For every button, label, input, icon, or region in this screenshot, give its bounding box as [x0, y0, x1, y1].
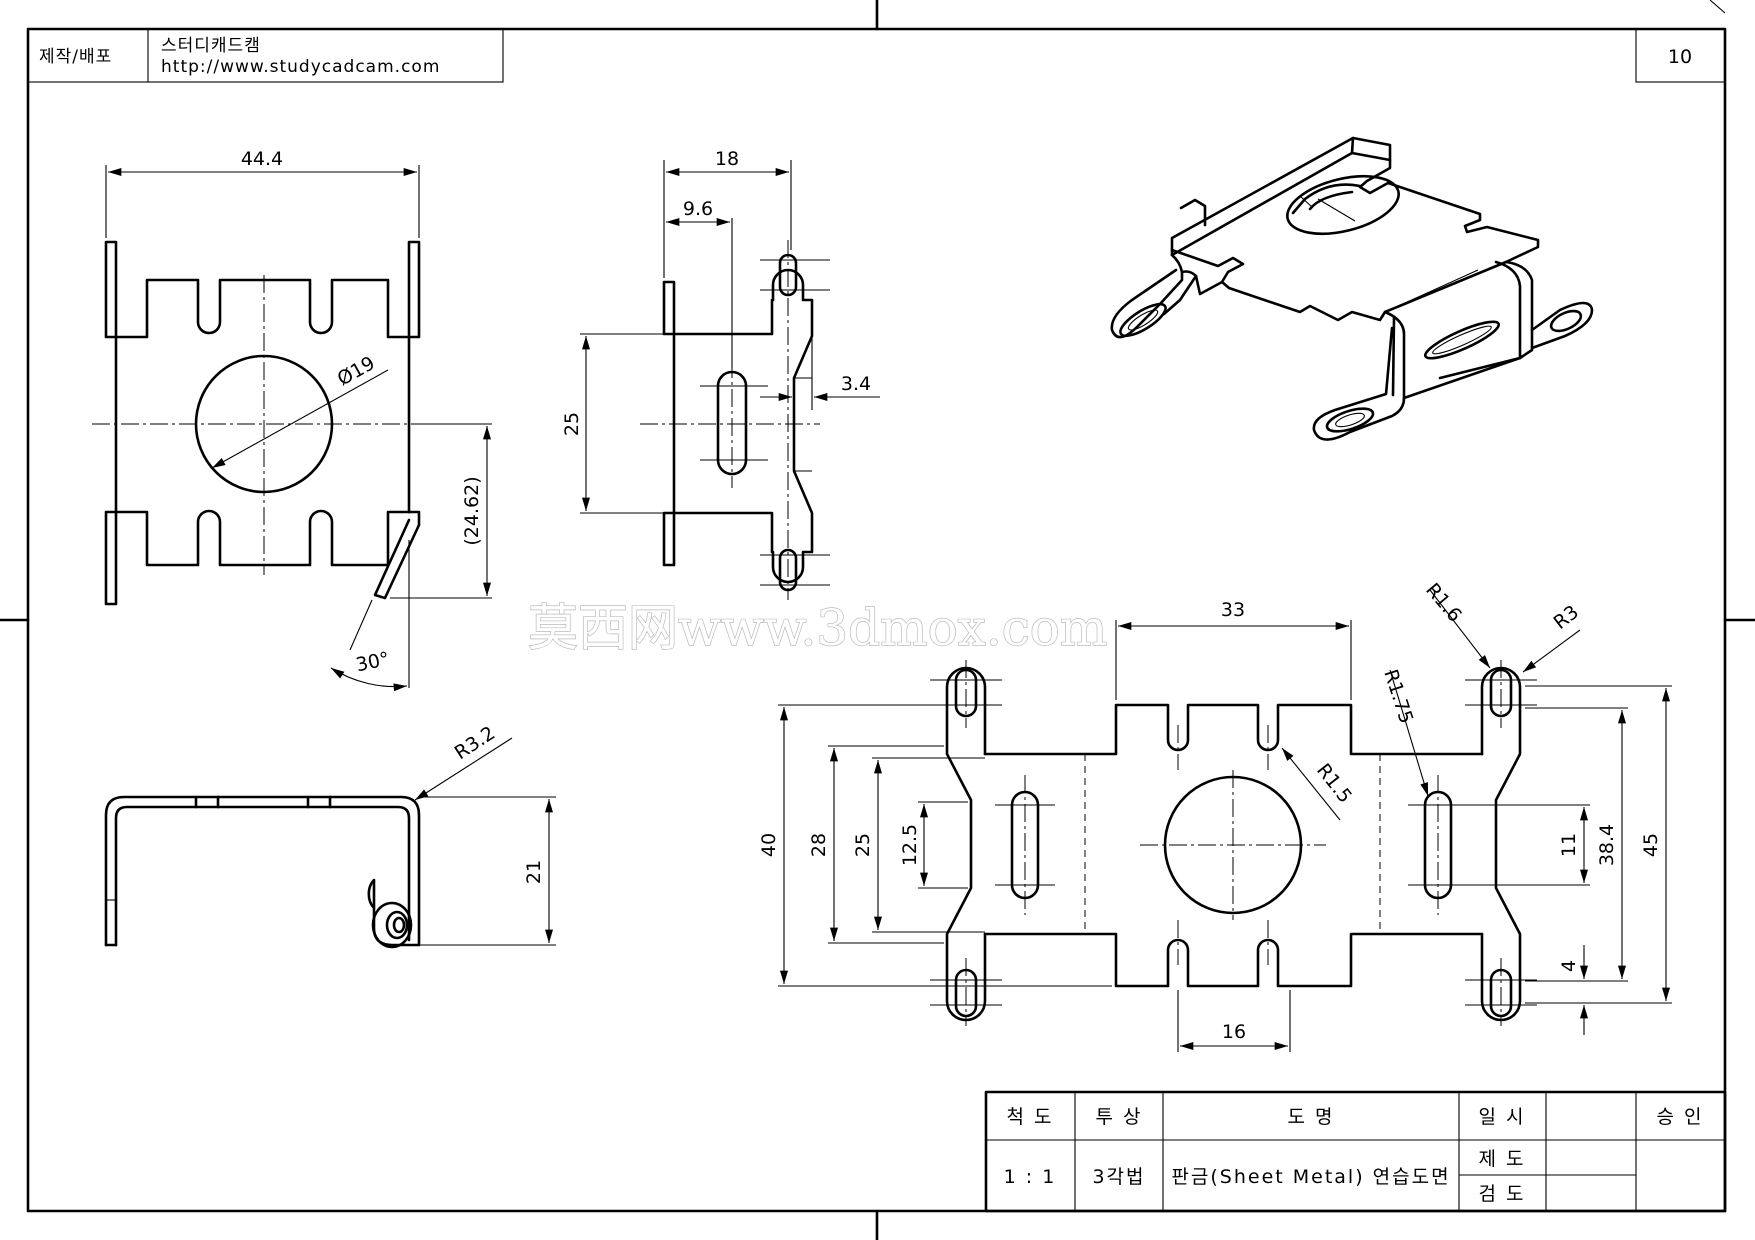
dim-side-step: 3.4 — [841, 373, 871, 395]
date-label: 일 시 — [1479, 1106, 1526, 1128]
dim-radius-3: R3 — [1550, 601, 1583, 634]
producer-label: 제작/배포 — [39, 47, 112, 67]
side-view: 18 9.6 25 3.4 — [561, 148, 880, 600]
dim-radius-1-75: R1.75 — [1379, 667, 1417, 727]
dim-side-width: 18 — [715, 148, 739, 170]
dim-front-width: 44.4 — [241, 148, 283, 170]
watermark-text: 莫西网www.3dmox.com — [528, 599, 1107, 657]
dim-bend-height: (24.62) — [461, 476, 483, 545]
site-url: http://www.studycadcam.com — [161, 57, 440, 77]
dim-flat-4: 4 — [1558, 960, 1580, 972]
title-block: 척 도 투 상 도 명 일 시 승 인 1 : 1 3각법 판금(Sheet M… — [984, 1090, 1727, 1213]
dim-radius-1-5: R1.5 — [1312, 760, 1356, 808]
checked-label: 검 도 — [1479, 1183, 1526, 1205]
dim-flat-38-4: 38.4 — [1596, 824, 1618, 866]
dim-side-height: 25 — [561, 412, 583, 436]
title-label: 도 명 — [1288, 1106, 1335, 1128]
flat-pattern-layout — [930, 660, 1537, 1026]
dim-side-offset: 9.6 — [683, 198, 713, 220]
front-view: 44.4 Ø19 (24.62) 30° — [92, 148, 492, 692]
scale-value: 1 : 1 — [1004, 1166, 1057, 1188]
dim-radius-1-6: R1.6 — [1421, 579, 1466, 626]
site-name: 스터디캐드캠 — [161, 36, 261, 56]
sheet-number: 10 — [1668, 46, 1692, 68]
header-block: 제작/배포 스터디캐드캠 http://www.studycadcam.com … — [27, 28, 1726, 83]
dim-flat-45: 45 — [1640, 833, 1662, 857]
dim-flat-40: 40 — [758, 833, 780, 857]
drawing-title: 판금(Sheet Metal) 연습도면 — [1171, 1166, 1450, 1188]
projection-label: 투 상 — [1096, 1106, 1143, 1128]
dim-flat-top-width: 33 — [1221, 599, 1245, 621]
approval-label: 승 인 — [1657, 1106, 1704, 1128]
projection-value: 3각법 — [1092, 1166, 1145, 1188]
dim-flat-16: 16 — [1222, 1021, 1246, 1043]
dim-flat-28: 28 — [808, 833, 830, 857]
dim-flat-25: 25 — [852, 833, 874, 857]
drawn-label: 제 도 — [1479, 1148, 1526, 1170]
scale-label: 척 도 — [1007, 1106, 1054, 1128]
isometric-view — [1110, 136, 1594, 441]
dim-flat-12-5: 12.5 — [899, 824, 921, 866]
dim-bottom-height: 21 — [523, 860, 545, 884]
dim-flat-11: 11 — [1558, 833, 1580, 857]
